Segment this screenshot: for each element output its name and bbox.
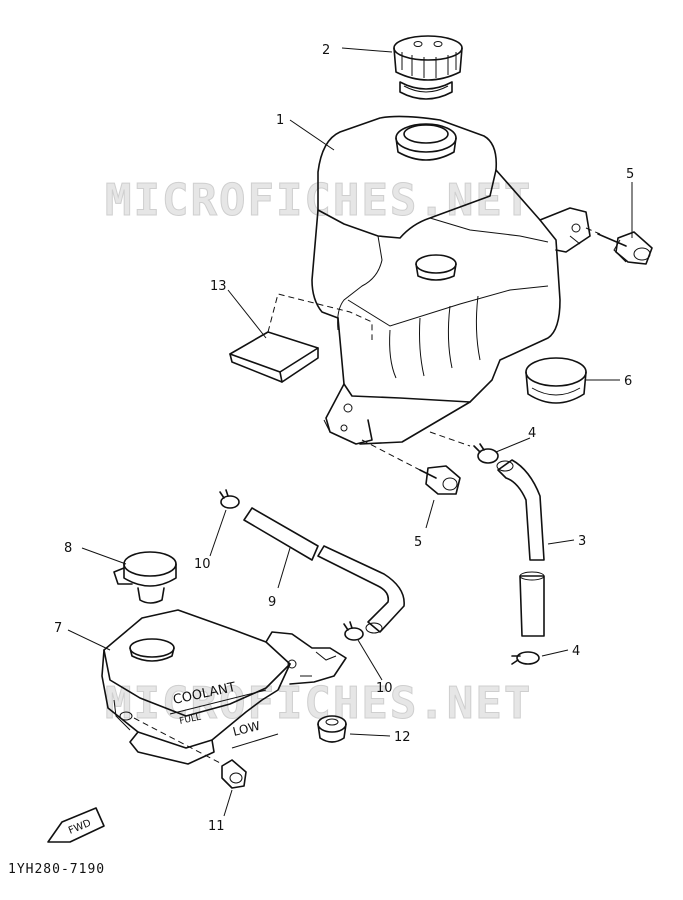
forward-label: FWD — [67, 818, 93, 837]
callout-1: 1 — [276, 113, 284, 128]
hose-clamp-lower — [511, 651, 540, 665]
reservoir-low-label: LOW — [231, 719, 261, 739]
callout-9: 9 — [268, 595, 276, 610]
callout-5-upper: 5 — [626, 167, 634, 182]
callout-10-mid: 10 — [376, 681, 393, 696]
diagram-code: 1YH280-7190 — [8, 862, 106, 877]
callout-2: 2 — [322, 43, 330, 58]
callout-7: 7 — [54, 621, 62, 636]
reservoir-bolt — [133, 717, 247, 789]
callout-10-left: 10 — [194, 557, 211, 572]
reservoir-cap — [113, 551, 177, 604]
callout-12: 12 — [394, 730, 411, 745]
grommet — [317, 715, 347, 743]
reservoir-full-label: FULL — [179, 713, 202, 727]
filler-cap — [393, 35, 463, 100]
callout-4-upper: 4 — [528, 426, 536, 441]
watermark-bottom: MICROFICHES.NET — [105, 678, 532, 729]
bolt-lower — [361, 431, 471, 495]
coolant-reservoir — [101, 609, 347, 765]
foam-pad — [229, 293, 373, 383]
leader-lines — [67, 47, 633, 817]
hose-clamp-upper — [473, 443, 499, 464]
breather-hose — [243, 507, 405, 634]
callout-3: 3 — [578, 534, 586, 549]
callout-4-lower: 4 — [572, 644, 580, 659]
overflow-hose-right — [496, 459, 545, 637]
rubber-damper — [525, 357, 587, 404]
hose-clamp-left — [219, 489, 240, 509]
coolant-tank — [311, 115, 591, 445]
callout-11: 11 — [208, 819, 225, 834]
bolt-upper — [585, 227, 653, 265]
forward-arrow-icon: FWD — [47, 807, 105, 843]
callout-13: 13 — [210, 279, 227, 294]
callout-5-lower: 5 — [414, 535, 422, 550]
callout-6: 6 — [624, 374, 632, 389]
callout-8: 8 — [64, 541, 72, 556]
hose-clamp-mid — [343, 621, 364, 641]
